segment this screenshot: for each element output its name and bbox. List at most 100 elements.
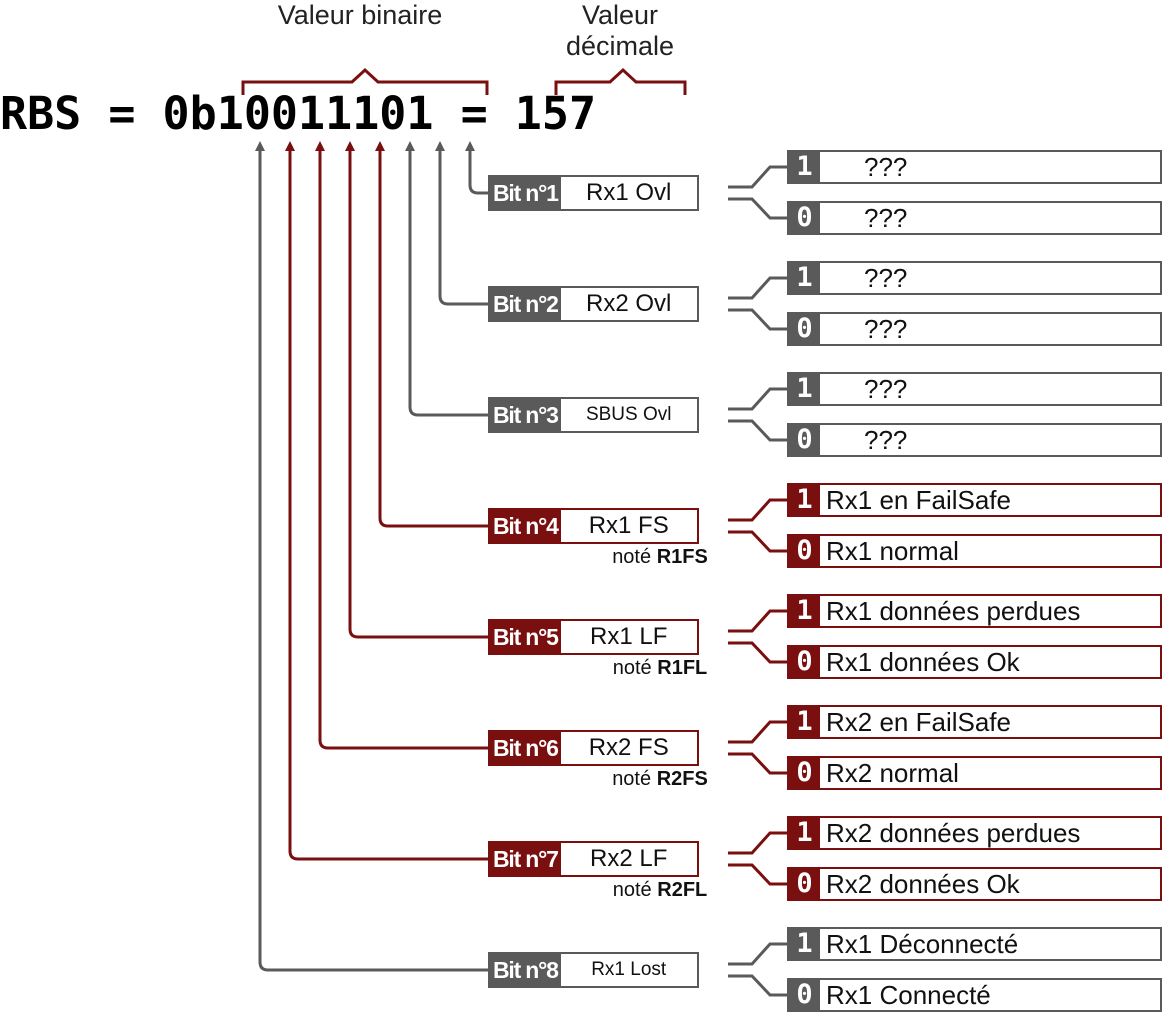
bit-number-label: Bit n°8 — [488, 952, 561, 988]
state-description: Rx1 en FailSafe — [826, 485, 1011, 515]
bit-name-label: Rx1 Lost — [560, 952, 699, 988]
state-description: Rx2 données perdues — [826, 818, 1081, 848]
state-description: Rx2 normal — [826, 758, 959, 788]
bit-number-label: Bit n°4 — [488, 508, 561, 544]
state-branch-line — [728, 276, 787, 331]
note-code: R2FS — [656, 768, 708, 790]
bit-name-label: Rx1 Ovl — [560, 175, 699, 211]
state-value-zero: 0 — [789, 203, 820, 233]
state-branch-line — [728, 498, 787, 553]
note-prefix: noté — [612, 879, 652, 901]
state-value-one: 1 — [789, 374, 820, 404]
note-prefix: noté — [612, 768, 652, 790]
state-description: Rx1 Déconnecté — [826, 929, 1019, 959]
bit-connector-line — [315, 141, 488, 750]
bit-connector-line — [465, 141, 488, 195]
state-branch-line — [728, 387, 787, 442]
bit-connector-line — [255, 141, 488, 972]
bit-number-label: Bit n°5 — [488, 619, 561, 655]
state-description: Rx1 normal — [826, 536, 959, 566]
state-value-one: 1 — [789, 263, 820, 293]
note-code: R2FL — [657, 879, 708, 901]
state-value-one: 1 — [789, 707, 820, 737]
bit-name-label: Rx1 FS — [560, 508, 699, 544]
bit-name-label: SBUS Ovl — [560, 397, 699, 433]
bit-connector-line — [285, 141, 488, 861]
state-description: Rx1 données perdues — [826, 596, 1081, 626]
state-description: ??? — [864, 203, 908, 233]
bit-name-label: Rx2 LF — [560, 841, 699, 877]
state-description: ??? — [864, 263, 908, 293]
bit-connector-line — [435, 141, 488, 306]
state-one-option: 1??? — [787, 261, 1162, 295]
state-description: Rx1 données Ok — [826, 647, 1020, 677]
bit-number-label: Bit n°3 — [488, 397, 561, 433]
state-value-zero: 0 — [789, 980, 820, 1010]
bit-name-label: Rx2 FS — [560, 730, 699, 766]
note-code: R1FS — [656, 546, 708, 568]
bit-number-label: Bit n°2 — [488, 286, 561, 322]
state-description: ??? — [864, 314, 908, 344]
decimal-value-bracket — [554, 67, 687, 95]
bit-name-label: Rx2 Ovl — [560, 286, 699, 322]
bit-name-label: Rx1 LF — [560, 619, 699, 655]
binary-value-header: Valeur binaire — [277, 0, 443, 30]
state-branch-line — [728, 720, 787, 775]
bit-note: noté R2FS — [594, 768, 726, 790]
state-description: ??? — [864, 152, 908, 182]
bit-number-label: Bit n°7 — [488, 841, 561, 877]
state-zero-option: 0??? — [787, 312, 1162, 346]
state-value-zero: 0 — [789, 425, 820, 455]
state-branch-line — [728, 165, 787, 220]
bit-note: noté R1FS — [594, 546, 726, 568]
state-one-option: 1??? — [787, 372, 1162, 406]
decimal-value-header: Valeur décimale — [565, 0, 675, 61]
state-description: ??? — [864, 374, 908, 404]
bit-note: noté R1FL — [594, 657, 726, 679]
state-description: ??? — [864, 425, 908, 455]
state-one-option: 1??? — [787, 150, 1162, 184]
binary-value-bracket — [241, 67, 489, 95]
rbs-equation: RBS = 0b10011101 = 157 — [0, 87, 597, 140]
state-value-zero: 0 — [789, 869, 820, 899]
state-value-zero: 0 — [789, 536, 820, 566]
bit-connector-line — [375, 141, 488, 528]
bit-note: noté R2FL — [594, 879, 726, 901]
note-prefix: noté — [612, 657, 652, 679]
state-value-zero: 0 — [789, 647, 820, 677]
state-branch-line — [728, 831, 787, 886]
bit-connector-line — [405, 141, 488, 417]
bit-connector-line — [345, 141, 488, 639]
bit-number-label: Bit n°1 — [488, 175, 561, 211]
note-prefix: noté — [612, 546, 652, 568]
state-description: Rx2 en FailSafe — [826, 707, 1011, 737]
state-value-one: 1 — [789, 929, 820, 959]
note-code: R1FL — [657, 657, 708, 679]
state-value-zero: 0 — [789, 758, 820, 788]
state-zero-option: 0??? — [787, 201, 1162, 235]
bit-number-label: Bit n°6 — [488, 730, 561, 766]
state-value-one: 1 — [789, 596, 820, 626]
state-description: Rx1 Connecté — [826, 980, 991, 1010]
state-value-zero: 0 — [789, 314, 820, 344]
